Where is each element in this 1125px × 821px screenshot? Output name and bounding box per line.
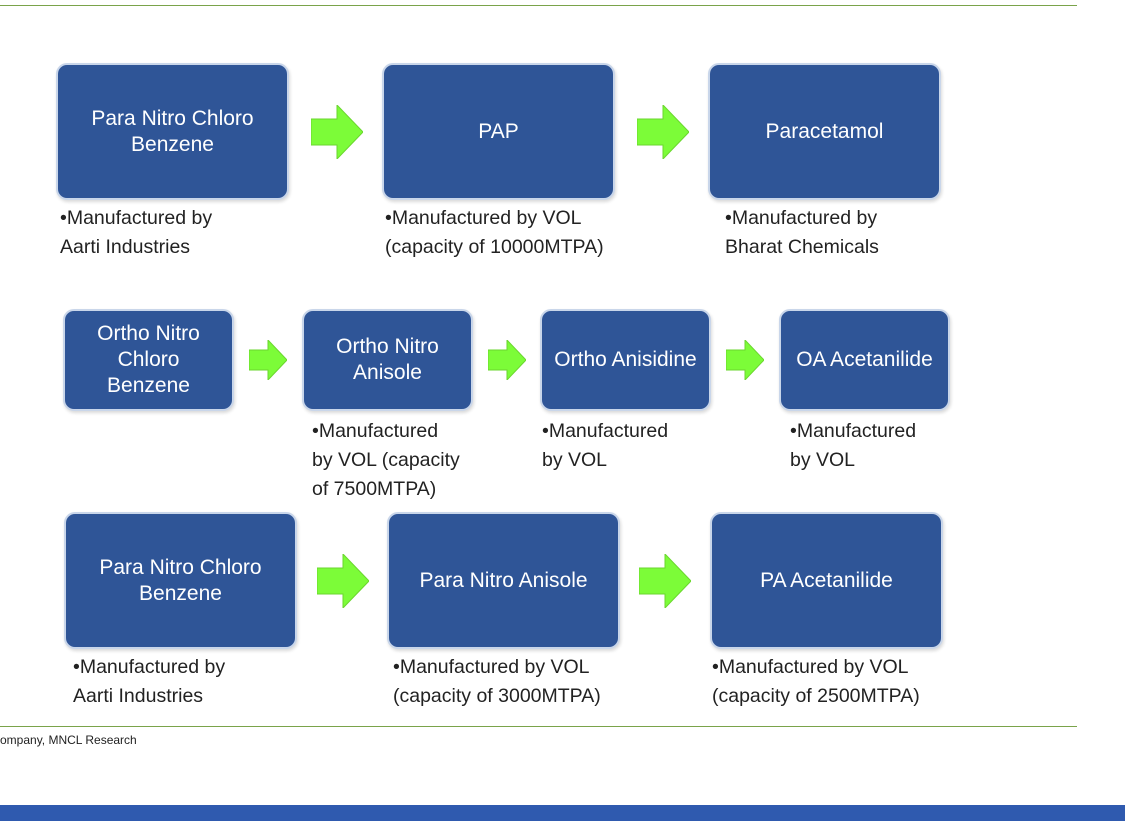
manufacturer-note: •Manufactured by VOL (capacity of 2500MT… [712,656,920,707]
box-label: Para Nitro Chloro Benzene [91,106,254,156]
box-label: Para Nitro Anisole [419,568,588,592]
process-box-ortho-anisidine: Ortho Anisidine [540,309,711,411]
process-box-paracetamol: Paracetamol [708,63,941,200]
flow-arrow-icon [317,554,369,608]
footer-bar [0,805,1125,821]
manufacturer-note: •Manufactured by Aarti Industries [73,656,226,707]
box-label: PA Acetanilide [760,568,893,592]
top-divider [0,5,1077,6]
box-label: Para Nitro Chloro Benzene [99,555,262,605]
process-box-pa-acetanilide: PA Acetanilide [710,512,943,649]
flow-arrow-icon [639,554,691,608]
box-label: Paracetamol [765,119,884,143]
manufacturer-note: •Manufactured by VOL (capacity of 3000MT… [393,656,601,707]
box-label: Ortho Nitro Chloro Benzene [97,322,200,397]
process-box-pap: PAP [382,63,615,200]
process-box-para-nitro-anisole: Para Nitro Anisole [387,512,620,649]
flow-arrow-icon [726,340,764,380]
manufacturer-note: •Manufactured by VOL [542,420,669,471]
flow-arrow-icon [637,105,689,159]
flow-arrow-icon [249,340,287,380]
manufacturer-note: •Manufactured by Aarti Industries [60,207,213,258]
box-label: OA Acetanilide [796,348,933,371]
manufacturer-note: •Manufactured by VOL [790,420,917,471]
box-label: PAP [478,119,519,143]
process-box-oa-acetanilide: OA Acetanilide [779,309,950,411]
process-box-ortho-nitro-anisole: Ortho Nitro Anisole [302,309,473,411]
flow-arrow-icon [488,340,526,380]
manufacturer-note: •Manufactured by Bharat Chemicals [725,207,879,258]
bottom-divider [0,726,1077,727]
process-box-para-nitro-chloro-benzene-2: Para Nitro Chloro Benzene [64,512,297,649]
process-box-ortho-nitro-chloro-benzene: Ortho Nitro Chloro Benzene [63,309,234,411]
manufacturer-note: •Manufactured by VOL (capacity of 10000M… [385,207,604,258]
source-note: ompany, MNCL Research [0,733,137,747]
manufacturer-note: •Manufactured by VOL (capacity of 7500MT… [312,420,460,500]
box-label: Ortho Nitro Anisole [336,335,439,384]
process-box-para-nitro-chloro-benzene: Para Nitro Chloro Benzene [56,63,289,200]
flow-arrow-icon [311,105,363,159]
box-label: Ortho Anisidine [554,348,697,371]
